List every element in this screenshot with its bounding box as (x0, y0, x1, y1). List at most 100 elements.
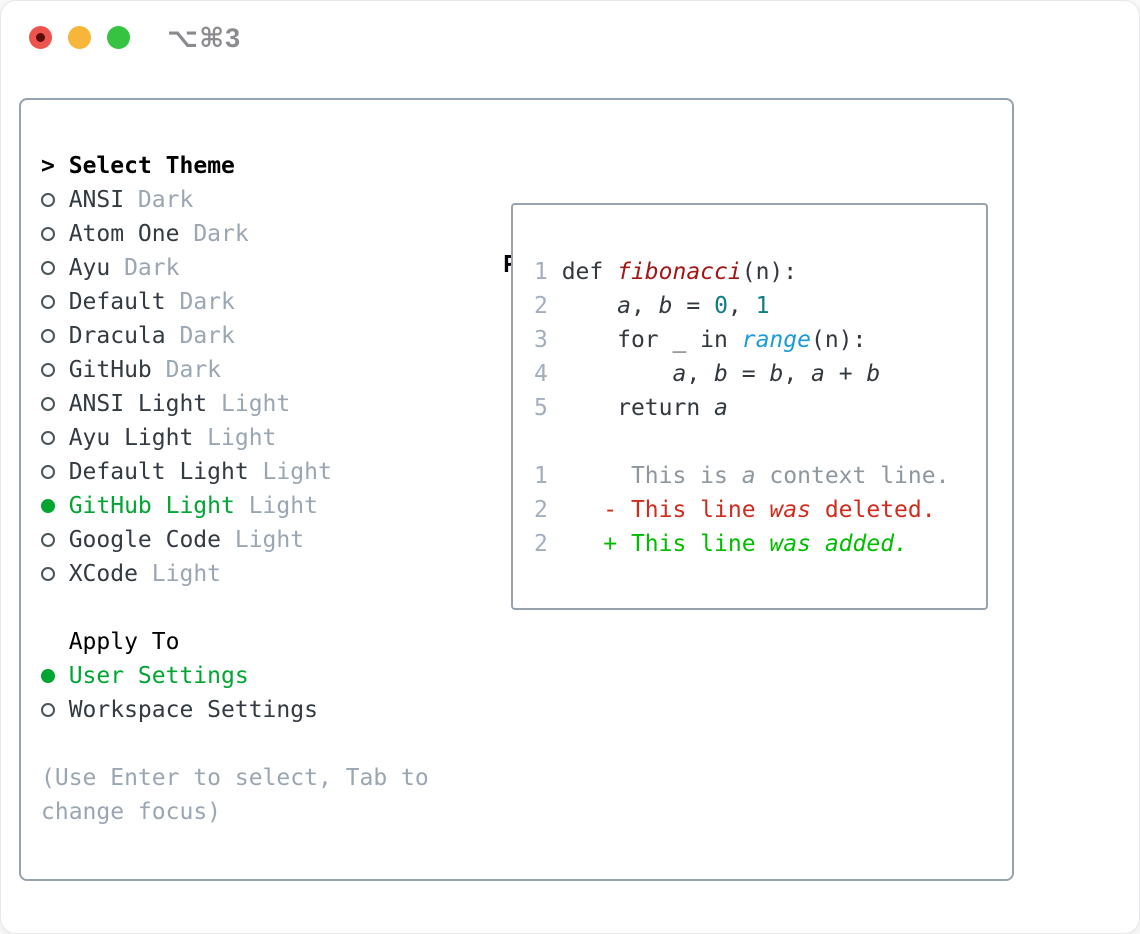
code-line: 1 This is a context line. (534, 459, 949, 493)
line-number: 5 (534, 395, 562, 421)
apply-to-option[interactable]: User Settings (41, 659, 481, 693)
theme-option-label: Ayu (68, 255, 111, 281)
theme-option-label: ANSI (68, 187, 125, 213)
apply-to-option-label: User Settings (68, 663, 249, 689)
code-token: range (741, 327, 811, 353)
radio-icon (41, 329, 55, 343)
code-token: was (769, 497, 811, 523)
apply-to-option[interactable]: Workspace Settings (41, 693, 481, 727)
theme-option-label: Default Light (68, 459, 249, 485)
line-number: 2 (534, 497, 562, 523)
code-token: b (866, 361, 881, 387)
code-token (811, 531, 825, 557)
theme-option-tag: Dark (151, 357, 222, 383)
code-token: b (714, 361, 728, 387)
code-token: - This line (561, 497, 770, 523)
theme-option[interactable]: XCode Light (41, 557, 481, 591)
theme-option[interactable]: Google Code Light (41, 523, 481, 557)
theme-option-tag: Light (193, 425, 277, 451)
theme-option-label: Default (68, 289, 166, 315)
code-line: 3 for _ in range(n): (534, 323, 949, 357)
code-line: 2 + This line was added. (534, 527, 949, 561)
code-token: , (727, 293, 756, 319)
code-token: , (630, 293, 659, 319)
code-token: This is (561, 463, 742, 489)
theme-option-label: GitHub Light (68, 493, 235, 519)
radio-icon (41, 533, 55, 547)
zoom-button[interactable] (107, 26, 130, 49)
code-token: return (561, 395, 715, 421)
theme-option-label: Atom One (68, 221, 180, 247)
line-number: 1 (534, 259, 562, 285)
code-token: , (783, 361, 812, 387)
code-token: 0 (714, 293, 728, 319)
line-number: 2 (534, 531, 562, 557)
code-line (534, 425, 949, 459)
code-token: a (617, 293, 631, 319)
theme-option[interactable]: Dracula Dark (41, 319, 481, 353)
theme-option-label: GitHub (68, 357, 152, 383)
code-token: a (672, 361, 687, 387)
radio-icon (41, 703, 55, 717)
code-token: (n): (741, 259, 798, 285)
code-line: 5 return a (534, 391, 949, 425)
code-token: fibonacci (617, 259, 742, 285)
close-button[interactable] (29, 26, 52, 49)
theme-option[interactable]: Ayu Light Light (41, 421, 481, 455)
code-token: added. (824, 531, 908, 557)
theme-option-tag: Dark (165, 289, 235, 315)
code-token: a (811, 361, 825, 387)
theme-option-tag: Light (248, 459, 332, 485)
radio-icon (41, 227, 55, 241)
radio-selected-icon (41, 499, 55, 513)
theme-option-label: ANSI Light (68, 391, 208, 417)
theme-option-tag: Dark (124, 187, 194, 213)
apply-to-header: Apply To (68, 629, 180, 655)
line-number: 4 (534, 361, 562, 387)
title-bar: ⌥⌘3 (1, 1, 1139, 75)
line-number: 1 (534, 463, 562, 489)
theme-option[interactable]: Atom One Dark (41, 217, 481, 251)
theme-option[interactable]: GitHub Dark (41, 353, 481, 387)
code-token: (n): (810, 327, 867, 353)
theme-option[interactable]: Default Dark (41, 285, 481, 319)
radio-icon (41, 193, 55, 207)
theme-option-label: Google Code (68, 527, 222, 553)
code-token: a (714, 395, 728, 421)
code-token: , (686, 361, 715, 387)
radio-icon (41, 295, 55, 309)
radio-icon (41, 567, 55, 581)
apply-to-list: User Settings Workspace Settings (41, 659, 481, 727)
window-title: ⌥⌘3 (167, 23, 242, 53)
theme-option[interactable]: Ayu Dark (41, 251, 481, 285)
theme-list: ANSI Dark Atom One Dark Ayu Dark Default… (41, 183, 481, 591)
theme-option-tag: Light (221, 527, 305, 553)
theme-option-label: XCode (68, 561, 138, 587)
code-line: 1 def fibonacci(n): (534, 255, 949, 289)
theme-option[interactable]: GitHub Light Light (41, 489, 481, 523)
code-token (562, 361, 673, 387)
theme-option-label: Dracula (68, 323, 166, 349)
theme-option-tag: Light (137, 561, 222, 587)
radio-icon (41, 261, 55, 275)
code-token: b (769, 361, 784, 387)
code-token: + (824, 361, 867, 387)
theme-option-tag: Dark (110, 255, 180, 281)
code-token: was (769, 531, 811, 557)
minimize-button[interactable] (68, 26, 91, 49)
apply-to-option-label: Workspace Settings (68, 697, 318, 723)
code-token: + This line (561, 531, 770, 557)
code-token: 1 (755, 293, 770, 319)
radio-selected-icon (41, 669, 55, 683)
theme-option[interactable]: ANSI Dark (41, 183, 481, 217)
code-token: context line. (755, 463, 950, 489)
theme-option-label: Ayu Light (68, 425, 194, 451)
theme-option[interactable]: ANSI Light Light (41, 387, 481, 421)
theme-option[interactable]: Default Light Light (41, 455, 481, 489)
code-line: 2 a, b = 0, 1 (534, 289, 949, 323)
radio-icon (41, 465, 55, 479)
radio-icon (41, 363, 55, 377)
